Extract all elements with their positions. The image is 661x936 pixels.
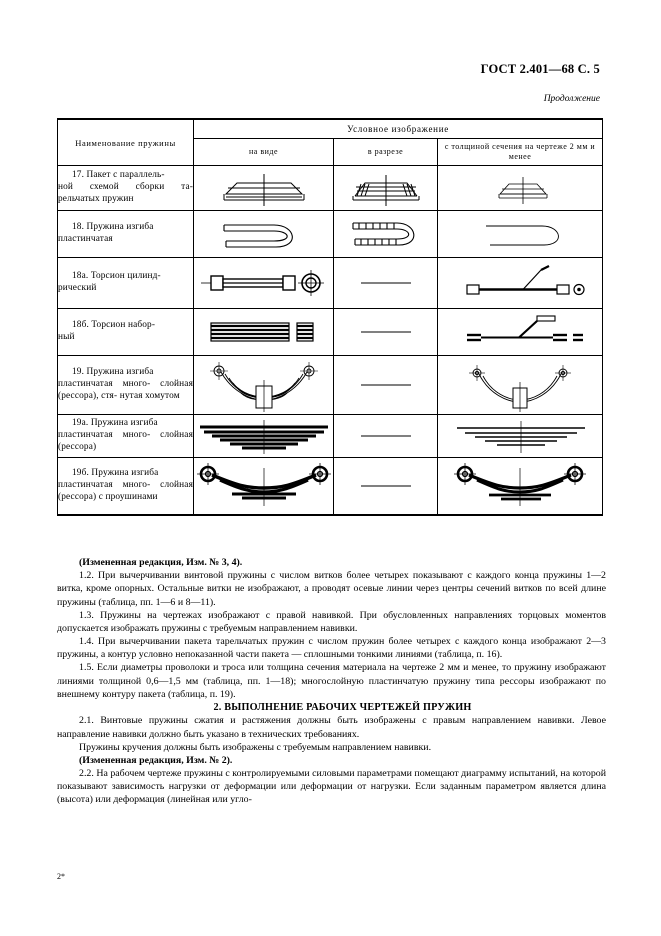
table-row: 17. Пакет с параллель- ной схемой сборки… bbox=[57, 165, 604, 211]
row-name-18b: 18б. Торсион набор- ный bbox=[57, 308, 194, 356]
row-name-18: 18. Пружина изгиба пластинчатая bbox=[57, 210, 194, 258]
th-view: на виде bbox=[193, 138, 334, 166]
body-text: (Измененная редакция, Изм. № 3, 4). 1.2.… bbox=[57, 556, 606, 807]
figure-torsion-bar-thin-icon bbox=[436, 257, 604, 309]
table-row: 19а. Пружина изгиба пластинчатая много- … bbox=[57, 414, 604, 458]
figure-laminated-torsion-view-icon bbox=[193, 308, 334, 356]
figure-torsion-bar-view-icon bbox=[193, 257, 334, 309]
figure-multileaf-thin-icon bbox=[436, 414, 604, 458]
row-name-17: 17. Пакет с параллель- ной схемой сборки… bbox=[57, 165, 194, 211]
revision-note-2: (Измененная редакция, Изм. № 2). bbox=[79, 754, 233, 766]
row-name-19b: 19б. Пружина изгиба пластинчатая много- … bbox=[57, 457, 194, 516]
table-row: 19. Пружина изгиба пластинчатая много- с… bbox=[57, 355, 604, 415]
figure-axis-line-icon bbox=[333, 414, 438, 458]
row-name-19: 19. Пружина изгиба пластинчатая много- с… bbox=[57, 355, 194, 415]
figure-axis-line-icon bbox=[333, 257, 438, 309]
paragraph-1-3: 1.3. Пружины на чертежах изображают с пр… bbox=[57, 609, 606, 634]
paragraph-1-5: 1.5. Если диаметры проволоки и троса или… bbox=[57, 662, 606, 700]
figure-leaf-hairpin-thin-icon bbox=[436, 210, 604, 258]
table-row: 19б. Пружина изгиба пластинчатая много- … bbox=[57, 457, 604, 516]
th-thin: с толщиной сечения на чертеже 2 мм и мен… bbox=[436, 138, 604, 166]
figure-multileaf-eyes-view-icon bbox=[193, 457, 334, 516]
paragraph-1-4: 1.4. При вычерчивании пакета тарельчатых… bbox=[57, 636, 606, 661]
figure-axis-line-icon bbox=[333, 355, 438, 415]
figure-multileaf-clamped-thin-icon bbox=[436, 355, 604, 415]
figure-multileaf-clamped-view-icon bbox=[193, 355, 334, 415]
paragraph-2-1: 2.1. Винтовые пружины сжатия и растяжени… bbox=[57, 715, 606, 740]
paragraph-2-1-extra: Пружины кручения должны быть изображены … bbox=[79, 741, 432, 753]
th-name: Наименование пружины bbox=[57, 118, 194, 166]
figure-axis-line-icon bbox=[333, 308, 438, 356]
table-row: 18а. Торсион цилинд- рический bbox=[57, 257, 604, 309]
th-group-symbol: Условное изображение bbox=[192, 118, 604, 139]
figure-disc-pack-view-icon bbox=[193, 165, 334, 211]
paragraph-1-2: 1.2. При вычерчивании винтовой пружины с… bbox=[57, 570, 606, 608]
th-section: в разрезе bbox=[333, 138, 438, 166]
section-heading-2: 2. ВЫПОЛНЕНИЕ РАБОЧИХ ЧЕРТЕЖЕЙ ПРУЖИН bbox=[213, 701, 472, 713]
figure-multileaf-view-icon bbox=[193, 414, 334, 458]
figure-leaf-hairpin-view-icon bbox=[193, 210, 334, 258]
spring-symbols-table: Наименование пружины Условное изображени… bbox=[57, 118, 604, 516]
figure-disc-pack-section-icon bbox=[333, 165, 438, 211]
continuation-label: Продолжение bbox=[543, 94, 600, 104]
revision-note-1: (Измененная редакция, Изм. № 3, 4). bbox=[79, 557, 243, 568]
footer-mark: 2* bbox=[57, 872, 65, 881]
figure-multileaf-eyes-thin-icon bbox=[436, 457, 604, 516]
row-name-19a: 19а. Пружина изгиба пластинчатая много- … bbox=[57, 414, 194, 458]
figure-axis-line-icon bbox=[333, 457, 438, 516]
table-row: 18. Пружина изгиба пластинчатая bbox=[57, 210, 604, 258]
page-title: ГОСТ 2.401—68 С. 5 bbox=[480, 62, 600, 76]
figure-laminated-torsion-thin-icon bbox=[436, 308, 604, 356]
row-name-18a: 18а. Торсион цилинд- рический bbox=[57, 257, 194, 309]
paragraph-2-2: 2.2. На рабочем чертеже пружины с контро… bbox=[57, 768, 606, 806]
figure-disc-pack-thin-icon bbox=[436, 165, 604, 211]
table-row: 18б. Торсион набор- ный bbox=[57, 308, 604, 356]
figure-leaf-hairpin-section-icon bbox=[333, 210, 438, 258]
